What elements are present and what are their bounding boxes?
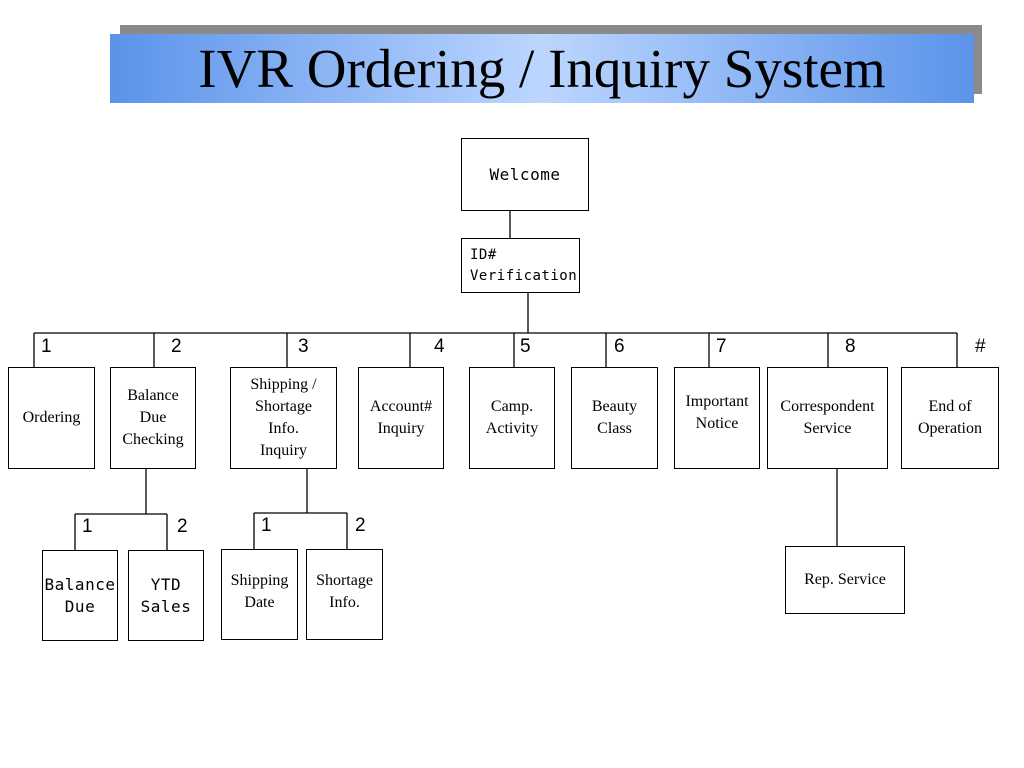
key-label-3: 3: [298, 336, 309, 357]
balance-sub-key-2: 2: [177, 516, 188, 537]
balance-due-node: Balance Due: [42, 550, 118, 641]
ordering-node: Ordering: [8, 367, 95, 469]
key-label-8: 8: [845, 336, 856, 357]
key-label-1: 1: [41, 336, 52, 357]
shortage-info-node: Shortage Info.: [306, 549, 383, 640]
key-label-4: 4: [434, 336, 445, 357]
id-verification-node: ID# Verification: [461, 238, 580, 293]
key-label-6: 6: [614, 336, 625, 357]
title-banner: IVR Ordering / Inquiry System: [110, 34, 974, 103]
shipping-sub-key-1: 1: [261, 515, 272, 536]
shipping-shortage-inquiry-node: Shipping / Shortage Info. Inquiry: [230, 367, 337, 469]
balance-due-checking-node: Balance Due Checking: [110, 367, 196, 469]
shipping-date-node: Shipping Date: [221, 549, 298, 640]
key-label-5: 5: [520, 336, 531, 357]
camp-activity-node: Camp. Activity: [469, 367, 555, 469]
end-of-operation-node: End of Operation: [901, 367, 999, 469]
key-label-2: 2: [171, 336, 182, 357]
rep-service-node: Rep. Service: [785, 546, 905, 614]
ytd-sales-node: YTD Sales: [128, 550, 204, 641]
key-label-hash: #: [975, 336, 986, 357]
welcome-node: Welcome: [461, 138, 589, 211]
page-title: IVR Ordering / Inquiry System: [198, 38, 886, 99]
key-label-7: 7: [716, 336, 727, 357]
balance-sub-key-1: 1: [82, 516, 93, 537]
beauty-class-node: Beauty Class: [571, 367, 658, 469]
shipping-sub-key-2: 2: [355, 515, 366, 536]
correspondent-service-node: Correspondent Service: [767, 367, 888, 469]
account-inquiry-node: Account# Inquiry: [358, 367, 444, 469]
important-notice-node: Important Notice: [674, 367, 760, 469]
